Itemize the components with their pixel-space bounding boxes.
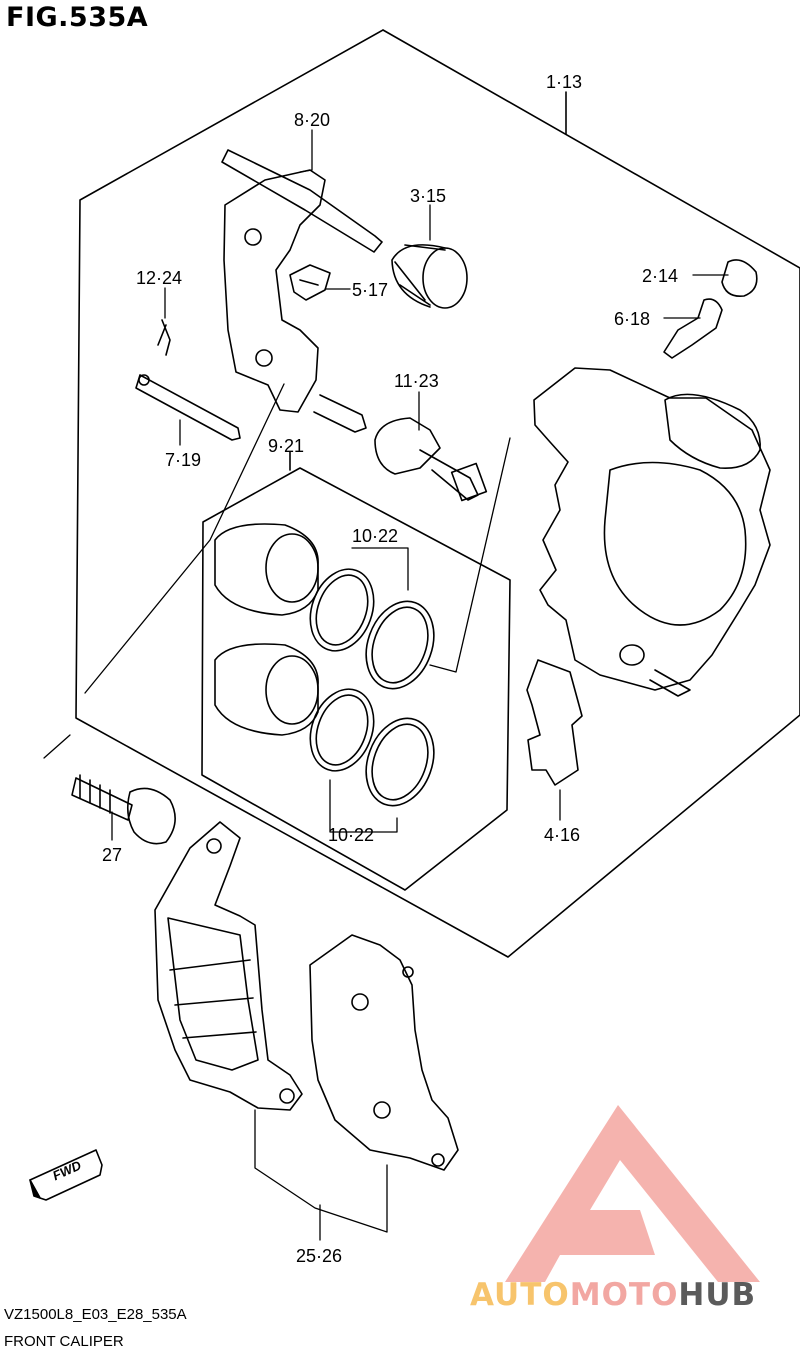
figure-name: FRONT CALIPER [4, 1333, 124, 1350]
callout-27: 27 [102, 845, 123, 865]
fwd-arrow-icon [29, 1149, 103, 1201]
callout-12-24: 12·24 [136, 268, 183, 288]
caliper-bracket [221, 149, 383, 433]
pad-spring [526, 659, 583, 786]
bleeder-valve [663, 259, 758, 359]
callout-1-13: 1·13 [546, 72, 583, 92]
figure-title: FIG.535A [6, 2, 149, 33]
watermark-logo [505, 1105, 760, 1282]
pistons [214, 523, 319, 736]
callout-11-23: 11·23 [394, 371, 439, 391]
assembly-outline [75, 29, 800, 958]
callout-2-14: 2·14 [642, 266, 679, 286]
brake-pads [154, 821, 459, 1171]
callout-10-22-top: 10·22 [352, 526, 399, 546]
piston-seals [309, 568, 435, 807]
pin-boots [374, 244, 488, 502]
watermark-wordmark: AUTOMOTOHUB [470, 1277, 757, 1313]
seal-kit-outline [201, 467, 511, 891]
callout-10-22-bottom: 10·22 [328, 825, 375, 845]
leader-lines [43, 129, 729, 1241]
callout-8-20: 8·20 [294, 110, 331, 130]
mounting-bolt [71, 774, 176, 845]
callout-9-21: 9·21 [268, 436, 305, 456]
caliper-body [533, 367, 771, 697]
callout-4-16: 4·16 [544, 825, 581, 845]
pad-pin [135, 319, 241, 441]
pad-retainer-clip [289, 264, 331, 301]
callout-6-18: 6·18 [614, 309, 651, 329]
callout-3-15: 3·15 [410, 186, 447, 206]
figure-code: VZ1500L8_E03_E28_535A [4, 1306, 187, 1323]
callout-5-17: 5·17 [352, 280, 389, 300]
callout-25-26: 25·26 [296, 1246, 343, 1266]
callout-7-19: 7·19 [165, 450, 202, 470]
